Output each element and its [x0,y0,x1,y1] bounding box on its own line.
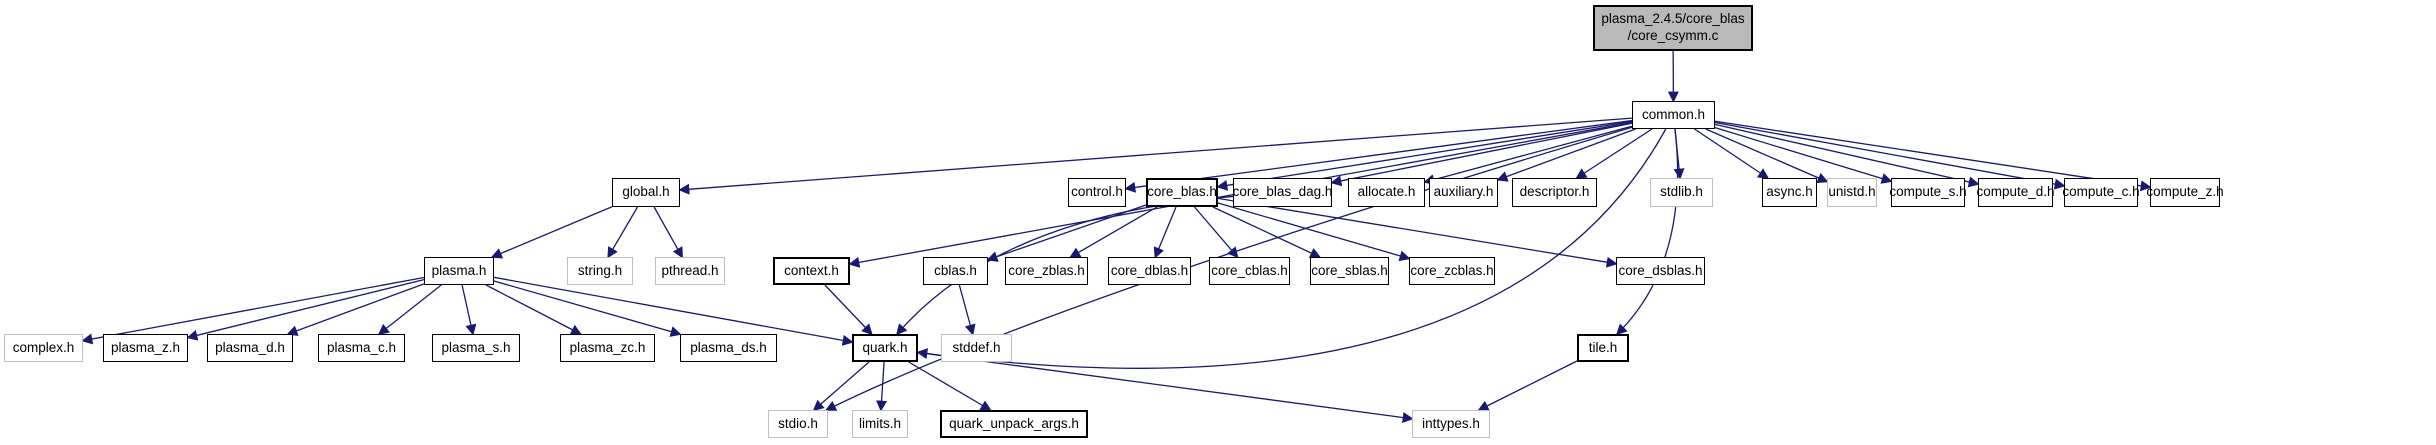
include-edge-plasma-h-to-plasma-d-h [286,283,425,336]
include-edge-plasma-h-to-plasma-z-h [186,278,425,341]
graph-node-compute-d-h[interactable]: compute_d.h [1976,178,2055,207]
include-edge-common-h-to-async-h [1694,128,1770,179]
include-edge-common-h-to-compute-s-h [1714,127,1893,184]
graph-node-auxiliary-h[interactable]: auxiliary.h [1429,178,1498,207]
include-edge-plasma-h-to-quark-h [493,276,854,346]
graph-node-core-dsblas-h[interactable]: core_dsblas.h [1616,257,1705,285]
graph-node-core-dblas-h[interactable]: core_dblas.h [1108,257,1191,285]
include-edge-context-h-to-quark-h [824,284,873,336]
include-edge-global-h-to-plasma-h [490,206,613,259]
include-edge-quark-h-to-stdio-h [812,361,870,412]
include-edge-global-h-to-pthread-h [653,206,683,259]
graph-node-plasma-s-h[interactable]: plasma_s.h [432,334,520,362]
include-edge-common-h-to-core-blas-h [1216,120,1633,191]
graph-node-descriptor-h[interactable]: descriptor.h [1512,178,1597,207]
graph-node-quark-h[interactable]: quark.h [852,334,918,362]
include-edge-common-h-to-quark-h [916,128,1667,369]
include-edge-quark-h-to-quark-unpack-args-h [908,361,992,411]
graph-node-compute-s-h[interactable]: compute_s.h [1889,178,1967,207]
graph-node-core-sblas-h[interactable]: core_sblas.h [1310,257,1389,285]
graph-node-core-blas-dag-h[interactable]: core_blas_dag.h [1233,178,1332,207]
include-edge-common-h-to-compute-z-h [1714,120,2152,192]
graph-node-stdlib-h: stdlib.h [1650,178,1713,207]
include-edge-common-h-to-tile-h [1615,128,1679,336]
graph-node-core-zblas-h[interactable]: core_zblas.h [1005,257,1088,285]
graph-node-core-blas-h[interactable]: core_blas.h [1146,178,1218,207]
include-edge-global-h-to-string-h [607,206,639,259]
include-edge-core-blas-h-to-core-dblas-h [1153,206,1177,259]
include-edge-common-h-to-core-blas-dag-h [1330,122,1633,187]
graph-node-cblas-h[interactable]: cblas.h [923,257,988,285]
include-edge-core-blas-h-to-core-zcblas-h [1217,202,1411,262]
include-edge-common-h-to-unistd-h [1705,128,1829,183]
include-edge-common-h-to-control-h [1124,119,1633,193]
include-edge-core-blas-h-to-cblas-h [986,204,1147,262]
graph-node-core-zcblas-h[interactable]: core_zcblas.h [1409,257,1495,285]
graph-node-global-h[interactable]: global.h [612,178,680,207]
include-edge-plasma-h-to-plasma-s-h [461,284,477,336]
graph-node-plasma-zc-h[interactable]: plasma_zc.h [560,334,655,362]
graph-node-compute-z-h[interactable]: compute_z.h [2146,178,2224,207]
graph-node-context-h[interactable]: context.h [773,257,850,285]
include-edge-common-h-to-compute-d-h [1714,123,1980,188]
include-edge-quark-h-to-inttypes-h [917,351,1414,423]
graph-node-async-h[interactable]: async.h [1762,178,1817,207]
graph-node-plasma-ds-h[interactable]: plasma_ds.h [680,334,777,362]
graph-node-stdio-h: stdio.h [768,410,828,438]
graph-node-allocate-h[interactable]: allocate.h [1348,178,1425,207]
include-edge-core-blas-h-to-core-zblas-h [1069,206,1158,258]
graph-node-plasma-d-h[interactable]: plasma_d.h [207,334,293,362]
include-edge-tile-h-to-inttypes-h [1477,360,1578,411]
graph-node-inttypes-h: inttypes.h [1412,410,1490,438]
include-edge-common-h-to-auxiliary-h [1496,128,1636,182]
include-edge-common-h-to-allocate-h [1423,125,1633,185]
include-edge-plasma-h-to-plasma-zc-h [485,284,582,335]
include-edge-common-h-to-global-h [678,117,1633,195]
edge-group [81,50,2152,423]
graph-node-string-h: string.h [567,257,633,285]
graph-node-complex-h: complex.h [4,334,83,362]
include-edge-cblas-h-to-stddef-h [958,284,976,336]
include-edge-plasma-h-to-complex-h [81,276,425,345]
graph-node-unistd-h: unistd.h [1827,178,1877,207]
include-edge-common-h-to-compute-c-h [1714,121,2066,190]
graph-node-core-cblas-h[interactable]: core_cblas.h [1209,257,1290,285]
graph-node-pthread-h: pthread.h [655,257,725,285]
include-edge-common-h-to-descriptor-h [1575,128,1653,179]
graph-node-compute-c-h[interactable]: compute_c.h [2062,178,2140,207]
graph-node-quark-unpack-args-h[interactable]: quark_unpack_args.h [940,410,1088,438]
graph-node-stddef-h: stddef.h [941,334,1012,362]
include-edge-plasma-h-to-plasma-ds-h [493,280,682,337]
include-edge-quark-h-to-limits-h [876,361,888,412]
graph-node-tile-h[interactable]: tile.h [1577,334,1629,362]
include-edge-core-blas-h-to-core-sblas-h [1212,206,1322,259]
graph-node-plasma-c-h[interactable]: plasma_c.h [318,334,405,362]
graph-node-limits-h: limits.h [852,410,908,438]
include-edge-plasma-h-to-plasma-c-h [377,284,442,336]
graph-node-core-csymm-c: plasma_2.4.5/core_blas /core_csymm.c [1593,5,1753,51]
graph-node-common-h[interactable]: common.h [1632,101,1715,129]
graph-node-plasma-h[interactable]: plasma.h [424,257,494,285]
graph-node-plasma-z-h[interactable]: plasma_z.h [103,334,188,362]
include-edge-core-blas-h-to-core-cblas-h [1193,206,1239,259]
include-edge-core-blas-h-to-core-dsblas-h [1217,197,1618,268]
graph-node-control-h[interactable]: control.h [1068,178,1126,207]
